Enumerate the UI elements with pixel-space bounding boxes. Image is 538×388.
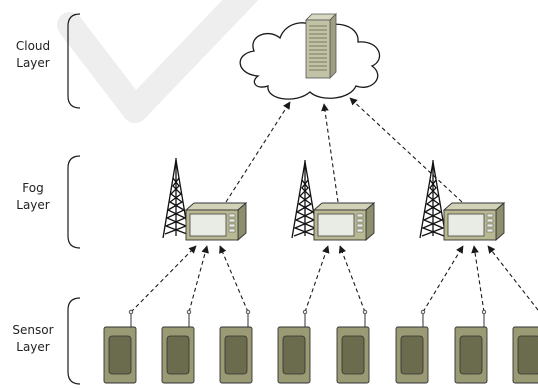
cloud-layer-label: Cloud Layer bbox=[0, 38, 66, 72]
cloud-layer-label-line1: Cloud bbox=[15, 39, 51, 53]
connection-arrow bbox=[471, 245, 485, 313]
fog-layer-label: Fog Layer bbox=[0, 180, 66, 214]
sensor-layer-label-line1: Sensor bbox=[12, 323, 54, 337]
connection-arrow bbox=[422, 245, 464, 313]
radio-tower-icon bbox=[162, 158, 190, 239]
fog-device-icon bbox=[442, 202, 506, 241]
fog-layer-label-line1: Fog bbox=[22, 181, 44, 195]
fog-node-1 bbox=[162, 158, 248, 241]
sensor-device-icon bbox=[161, 309, 195, 384]
server-icon bbox=[305, 13, 337, 79]
sensor-layer-label-line2: Layer bbox=[16, 340, 50, 354]
connection-arrow bbox=[225, 101, 291, 203]
sensor-layer-bracket bbox=[67, 297, 81, 385]
connection-arrow bbox=[304, 245, 330, 313]
watermark bbox=[57, 0, 259, 123]
connection-arrow bbox=[188, 245, 209, 313]
fog-layer-label-line2: Layer bbox=[16, 198, 50, 212]
sensor-device-icon bbox=[454, 309, 488, 384]
sensor-device-icon bbox=[512, 326, 538, 384]
fog-node-2 bbox=[291, 160, 376, 241]
sensor-device-icon bbox=[219, 309, 253, 384]
fog-to-cloud-links bbox=[225, 97, 463, 203]
sensor-layer-label: Sensor Layer bbox=[0, 322, 66, 356]
connection-arrow bbox=[349, 97, 463, 203]
fog-device-icon bbox=[312, 202, 376, 241]
connection-arrow bbox=[130, 245, 197, 313]
connection-arrow bbox=[219, 245, 249, 313]
sensor-to-fog-links bbox=[130, 245, 538, 313]
cloud-layer-label-line2: Layer bbox=[16, 56, 50, 70]
radio-tower-icon bbox=[419, 160, 447, 239]
fog-node-3 bbox=[419, 160, 506, 241]
sensor-row bbox=[103, 309, 538, 384]
fog-device-icon bbox=[184, 202, 248, 241]
sensor-device-icon bbox=[395, 309, 429, 384]
connection-arrow bbox=[338, 245, 366, 313]
sensor-device-icon bbox=[336, 309, 370, 384]
connection-arrow bbox=[321, 103, 339, 203]
sensor-device-icon bbox=[103, 309, 137, 384]
sensor-device-icon bbox=[277, 309, 311, 384]
fog-layer-bracket bbox=[67, 155, 81, 249]
cloud-layer-bracket bbox=[67, 13, 81, 109]
connection-arrow bbox=[487, 245, 538, 311]
